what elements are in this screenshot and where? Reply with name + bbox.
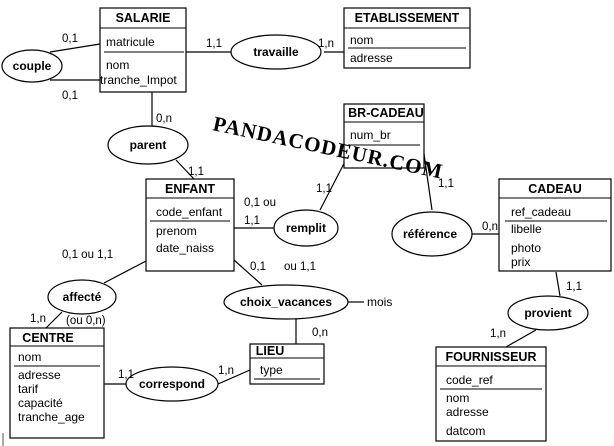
cardinality: ou 1,1	[284, 261, 316, 273]
relation-travaille: travaille	[230, 34, 322, 70]
relation-remplit: remplit	[273, 209, 339, 247]
entity-attr: prenom	[156, 224, 197, 238]
connector-lines	[45, 43, 561, 385]
line-enfant-affecte	[103, 259, 149, 284]
line-correspond-lieu	[217, 369, 251, 385]
entity-attr: adresse	[18, 368, 61, 382]
cardinality: 0,n	[482, 221, 498, 233]
relation-attribute-mois: mois	[367, 295, 392, 309]
entity-enfant: ENFANT code_enfant prenom date_naiss	[145, 178, 235, 272]
cardinality: 1,n	[490, 328, 506, 340]
relation-label: parent	[130, 138, 167, 152]
line-enfant-choix	[233, 259, 263, 286]
cardinality: (ou 0,n)	[66, 315, 106, 327]
entity-attr: prix	[511, 255, 530, 269]
cardinality: 1,1	[118, 369, 134, 381]
line-parent-enfant	[175, 159, 195, 180]
entity-centre: CENTRE nom adresse tarif capacité tranch…	[9, 327, 105, 439]
cardinality: 0,1	[62, 90, 78, 102]
entity-title: SALARIE	[116, 11, 171, 25]
entity-title: FOURNISSEUR	[446, 350, 537, 364]
entity-attr: tarif	[18, 382, 39, 396]
cardinality: 1,1	[188, 166, 204, 178]
cardinality: 0,n	[156, 113, 172, 125]
entity-attr: date_naiss	[156, 241, 214, 255]
cardinality: 1,n	[318, 38, 334, 50]
relation-choix-vacances: choix_vacances	[223, 284, 349, 320]
relation-label: travaille	[253, 45, 299, 59]
entity-lieu: LIEU type	[249, 343, 325, 385]
entity-salarie: SALARIE matricule nom tranche_Impot	[99, 7, 187, 93]
relation-label: correspond	[139, 377, 205, 391]
entity-title: ENFANT	[165, 182, 215, 196]
entity-attr: capacité	[18, 396, 63, 410]
relation-reference: référence	[391, 211, 473, 257]
entity-etablissement: ETABLISSEMENT nom adresse	[343, 7, 471, 69]
cardinality: 0,1	[250, 261, 266, 273]
line-couple-salarie-top	[49, 43, 101, 53]
cardinalities: 0,1 0,1 1,1 1,n 0,n 1,1 0,1 ou 1,1 1,1 1…	[30, 33, 582, 381]
entity-title: BR-CADEAU	[348, 106, 424, 120]
relation-couple: couple	[1, 49, 63, 83]
line-cadeau-provient	[555, 271, 561, 297]
relation-label: affecté	[63, 290, 102, 304]
cardinality: 1,1	[206, 38, 222, 50]
cardinality: 1,1	[566, 281, 582, 293]
entity-attr: tranche_age	[18, 410, 85, 424]
entity-attr: adresse	[446, 405, 489, 419]
cardinality: 0,n	[312, 327, 328, 339]
cardinality: 1,1	[438, 178, 454, 190]
relation-label: remplit	[286, 221, 326, 235]
entity-cadeau: CADEAU ref_cadeau libelle photo prix	[498, 178, 612, 272]
cardinality: 1,1	[244, 215, 260, 227]
entity-attr: datcom	[446, 424, 485, 438]
relation-label: choix_vacances	[240, 295, 332, 309]
entity-key: type	[260, 363, 283, 377]
line-affecte-centre	[45, 311, 63, 329]
entity-key: code_enfant	[156, 205, 223, 219]
cardinality: 0,1 ou 1,1	[62, 249, 113, 261]
cardinality: 0,1	[62, 33, 78, 45]
line-provient-fournisseur	[505, 329, 537, 348]
entity-attr: adresse	[350, 51, 393, 65]
relation-label: référence	[403, 227, 457, 241]
relation-affecte: affecté	[47, 279, 117, 315]
entity-key: nom	[350, 33, 373, 47]
entity-key: matricule	[106, 35, 155, 49]
cardinality: 0,1 ou	[244, 197, 276, 209]
entity-attr: nom	[106, 58, 129, 72]
entity-title: CENTRE	[22, 331, 73, 345]
entity-attr: nom	[446, 391, 469, 405]
relation-label: provient	[524, 306, 571, 320]
entity-title: ETABLISSEMENT	[355, 11, 460, 25]
relation-label: couple	[13, 59, 52, 73]
cardinality: 1,n	[218, 365, 234, 377]
relation-parent: parent	[107, 125, 189, 165]
cardinality: 1,n	[30, 313, 46, 325]
entity-fournisseur: FOURNISSEUR code_ref nom adresse datcom	[435, 346, 547, 442]
entity-key: nom	[18, 350, 41, 364]
entity-attr: photo	[511, 241, 541, 255]
entity-attr: libelle	[511, 222, 542, 236]
entity-key: code_ref	[446, 373, 493, 387]
cardinality: 1,1	[316, 183, 332, 195]
entity-title: LIEU	[256, 344, 284, 358]
entity-title: CADEAU	[528, 182, 581, 196]
relation-correspond: correspond	[125, 366, 219, 402]
entity-key: num_br	[350, 128, 391, 142]
entity-key: ref_cadeau	[511, 205, 571, 219]
relation-provient: provient	[507, 295, 589, 331]
entity-attr: tranche_Impot	[100, 73, 177, 87]
entity-br-cadeau: BR-CADEAU num_br	[343, 103, 425, 169]
